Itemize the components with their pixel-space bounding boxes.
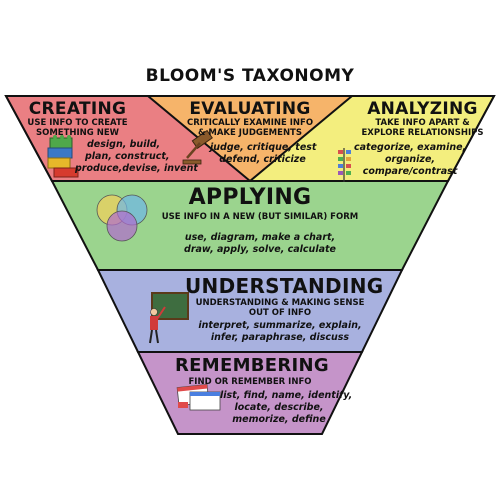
lego-bricks-icon	[47, 135, 79, 178]
creating-description: USE INFO TO CREATE SOMETHING NEW	[15, 118, 140, 138]
creating-verbs: design, build, plan, construct, produce,…	[75, 139, 198, 175]
remembering-heading: REMEMBERING	[175, 355, 329, 376]
applying-verbs-line-2: draw, apply, solve, calculate	[184, 244, 336, 255]
applying-verbs: use, diagram, make a chart, draw, apply,…	[160, 232, 360, 256]
evaluating-verbs: judge, critique, test defend, criticize	[210, 142, 317, 166]
understanding-verbs: interpret, summarize, explain, infer, pa…	[190, 320, 370, 344]
understanding-description: UNDERSTANDING & MAKING SENSE OUT OF INFO	[190, 298, 370, 318]
understanding-verbs-line-1: interpret, summarize, explain,	[198, 320, 362, 331]
remembering-verbs-line-3: memorize, define	[232, 414, 326, 425]
creating-verbs-line-2: plan, construct,	[85, 151, 170, 162]
creating-description-line-1: USE INFO TO CREATE	[27, 118, 128, 128]
remembering-verbs-line-1: list, find, name, identify,	[220, 390, 353, 401]
analyzing-description: TAKE INFO APART & EXPLORE RELATIONSHIPS	[360, 118, 485, 138]
understanding-description-line-2: OUT OF INFO	[248, 308, 312, 318]
remembering-verbs: list, find, name, identify, locate, desc…	[220, 390, 353, 426]
analyzing-verbs: categorize, examine, organize, compare/c…	[354, 142, 466, 178]
evaluating-description-line-1: CRITICALLY EXAMINE INFO	[186, 118, 314, 128]
understanding-verbs-line-2: infer, paraphrase, discuss	[210, 332, 350, 343]
remembering-verbs-line-2: locate, describe,	[234, 402, 324, 413]
remembering-description: FIND OR REMEMBER INFO	[185, 377, 315, 387]
teacher-at-board-icon	[149, 292, 189, 344]
gavel-icon	[182, 129, 213, 165]
analyzing-fill-region	[250, 96, 494, 181]
analyzing-heading: ANALYZING	[367, 99, 478, 119]
venn-diagram-icon	[96, 194, 148, 242]
understanding-heading: UNDERSTANDING	[185, 274, 384, 298]
creating-verbs-line-3: produce,devise, invent	[75, 163, 198, 174]
analyzing-verbs-line-1: categorize, examine,	[354, 142, 467, 153]
diagram-title: BLOOM'S TAXONOMY	[145, 66, 355, 86]
analyzing-description-line-2: EXPLORE RELATIONSHIPS	[361, 128, 484, 138]
analyzing-description-line-1: TAKE INFO APART &	[375, 118, 470, 128]
creating-verbs-line-1: design, build,	[87, 139, 161, 150]
evaluating-description-line-2: & MAKE JUDGEMENTS	[198, 128, 302, 138]
evaluating-description: CRITICALLY EXAMINE INFO & MAKE JUDGEMENT…	[185, 118, 315, 138]
applying-description: USE INFO IN A NEW (BUT SIMILAR) FORM	[150, 212, 370, 222]
remembering-description-line-1: FIND OR REMEMBER INFO	[188, 377, 312, 387]
evaluating-verbs-line-2: defend, criticize	[219, 154, 306, 165]
applying-heading: APPLYING	[188, 185, 312, 210]
evaluating-verbs-line-1: judge, critique, test	[210, 142, 317, 153]
analyzing-verbs-line-2: organize,	[384, 154, 436, 165]
applying-description-line-1: USE INFO IN A NEW (BUT SIMILAR) FORM	[161, 212, 359, 222]
applying-verbs-line-1: use, diagram, make a chart,	[184, 232, 336, 243]
creating-description-line-2: SOMETHING NEW	[35, 128, 120, 138]
analyzing-verbs-line-3: compare/contrast	[362, 166, 458, 177]
flashcards-icon	[176, 384, 221, 411]
evaluating-heading: EVALUATING	[189, 99, 311, 119]
understanding-description-line-1: UNDERSTANDING & MAKING SENSE	[195, 298, 365, 308]
remembering-region	[136, 351, 364, 435]
bar-chart-icon	[338, 148, 351, 182]
creating-heading: CREATING	[28, 99, 127, 119]
